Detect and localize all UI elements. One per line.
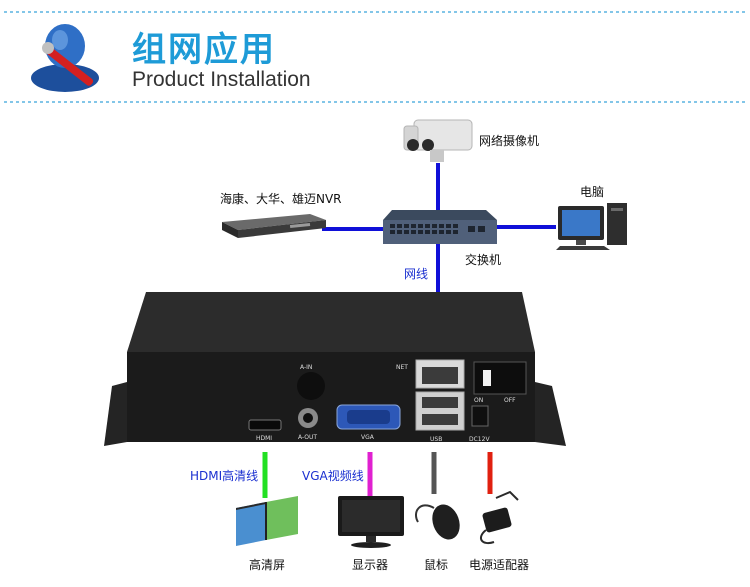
cable-label: 网线: [404, 267, 429, 281]
power-adapter-label: 电源适配器: [469, 558, 530, 572]
vga-port-label: VGA: [361, 434, 374, 441]
monitor-icon: [338, 496, 404, 548]
page-title: 组网应用: [132, 30, 276, 70]
hd-screen-label: 高清屏: [249, 558, 286, 572]
dc-port: [471, 405, 489, 427]
monitor-label: 显示器: [352, 558, 389, 572]
page-subtitle: Product Installation: [132, 68, 311, 91]
mouse-icon: [415, 504, 460, 540]
hdmi-port-label: HDMI: [256, 435, 273, 442]
power-switch: [473, 361, 527, 395]
nvr-icon: [222, 214, 326, 238]
usb-port-label: USB: [430, 436, 443, 443]
off-label: OFF: [504, 397, 516, 404]
vga-cable-label: VGA视频线: [302, 469, 364, 483]
hdmi-cable-label: HDMI高清线: [190, 469, 259, 483]
pc-icon: [556, 203, 627, 250]
installer-icon: [31, 24, 99, 92]
ain-port-label: A-IN: [300, 364, 313, 371]
mouse-label: 鼠标: [424, 558, 449, 572]
dc-port-label: DC12V: [469, 436, 490, 443]
recorder-device: [104, 292, 566, 446]
power-adapter-icon: [479, 490, 519, 544]
ain-port: [297, 372, 325, 400]
on-label: ON: [474, 397, 484, 404]
video-wall-icon: [236, 496, 298, 546]
camera-label: 网络摄像机: [479, 134, 540, 148]
hdmi-port: [248, 419, 282, 431]
pc-label: 电脑: [580, 185, 605, 199]
aout-port-label: A-OUT: [298, 434, 318, 441]
net-port-label: NET: [396, 364, 408, 371]
nvr-label: 海康、大华、雄迈NVR: [220, 192, 342, 206]
camera-icon: [403, 119, 473, 162]
switch-icon: [383, 210, 497, 244]
switch-label: 交换机: [465, 253, 502, 267]
